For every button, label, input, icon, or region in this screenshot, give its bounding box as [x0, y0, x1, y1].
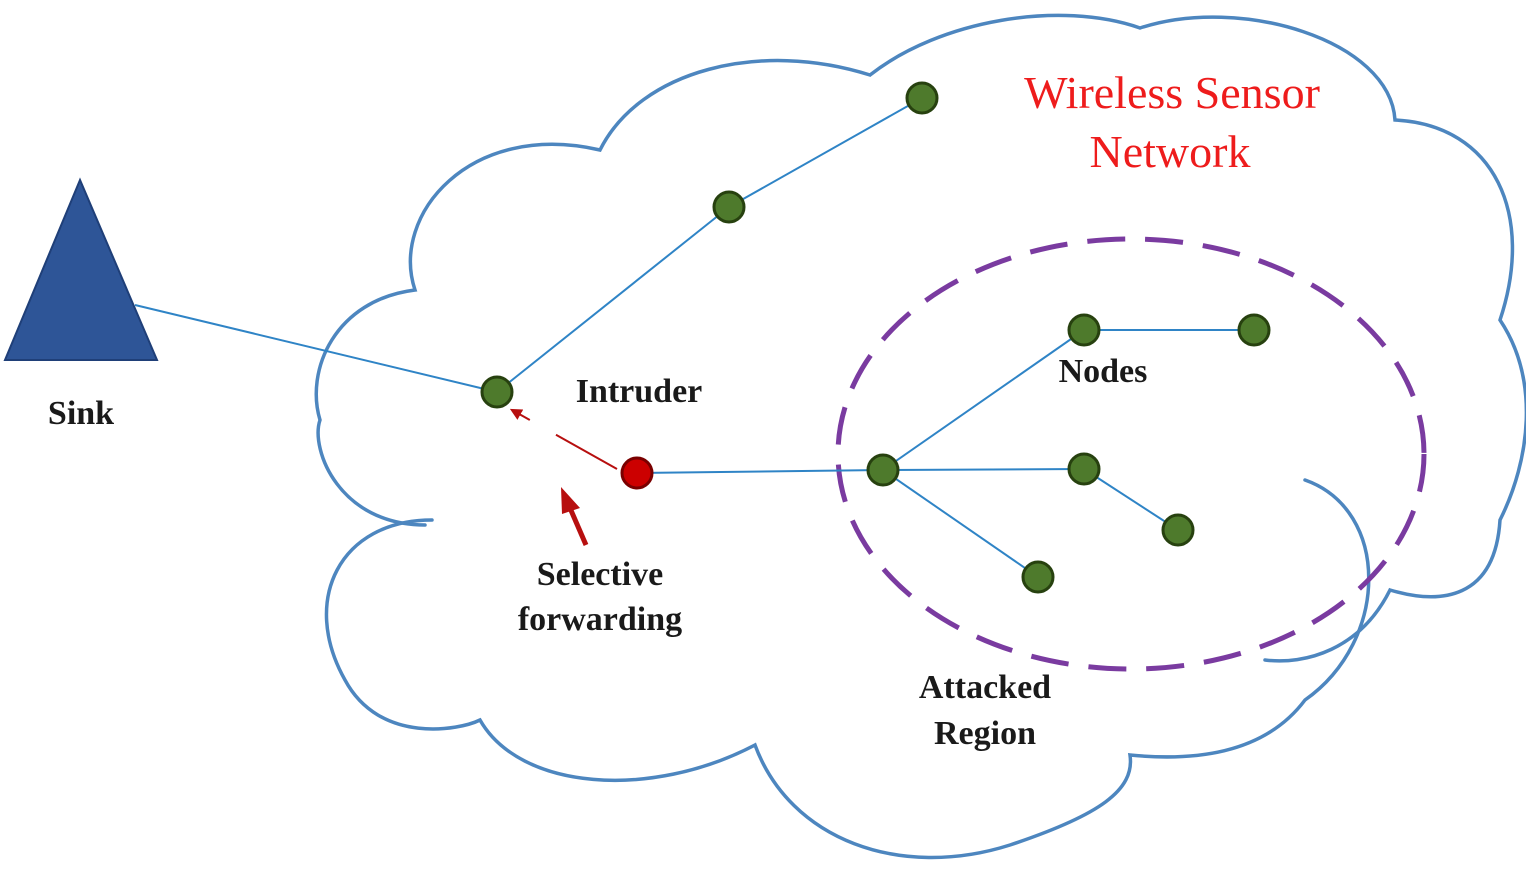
intruder-label: Intruder	[576, 373, 703, 410]
network-links	[134, 97, 1254, 578]
selective-forwarding-path	[509, 408, 618, 470]
link-hub-upper	[882, 329, 1085, 471]
selective-forwarding-label-line1: Selective	[537, 556, 664, 593]
sensor-node	[1067, 313, 1101, 347]
sensor-node	[905, 81, 939, 115]
nodes-label: Nodes	[1059, 353, 1148, 390]
sensor-node	[1021, 560, 1055, 594]
attacked-region-label-line2: Region	[934, 715, 1036, 752]
attacked-region-boundary	[835, 236, 1427, 672]
link-node-chain-2	[728, 97, 923, 208]
sensor-node	[480, 375, 514, 409]
sensor-nodes	[480, 81, 1271, 594]
link-node-chain-1	[496, 206, 730, 393]
sink-icon	[3, 177, 159, 361]
sensor-node	[1237, 313, 1271, 347]
sensor-node	[866, 453, 900, 487]
selective-forwarding-pointer	[561, 487, 589, 546]
intruder-node	[620, 456, 654, 490]
network-cloud	[314, 13, 1526, 663]
diagram-title-line1: Wireless Sensor	[1024, 67, 1320, 118]
link-sink-node	[134, 304, 498, 393]
link-hub-bottom	[882, 469, 1039, 578]
selective-forwarding-label-line2: forwarding	[518, 601, 682, 638]
link-hub-middle	[882, 468, 1085, 471]
sink-label: Sink	[48, 395, 114, 432]
link-middle-lower	[1083, 468, 1179, 531]
link-intruder-hub	[636, 469, 884, 474]
sensor-node	[1161, 513, 1195, 547]
network-cloud-lower	[324, 478, 1371, 860]
sensor-node	[1067, 452, 1101, 486]
attacked-region-label-line1: Attacked	[919, 669, 1051, 706]
sensor-node	[712, 190, 746, 224]
diagram-title-line2: Network	[1090, 126, 1251, 177]
